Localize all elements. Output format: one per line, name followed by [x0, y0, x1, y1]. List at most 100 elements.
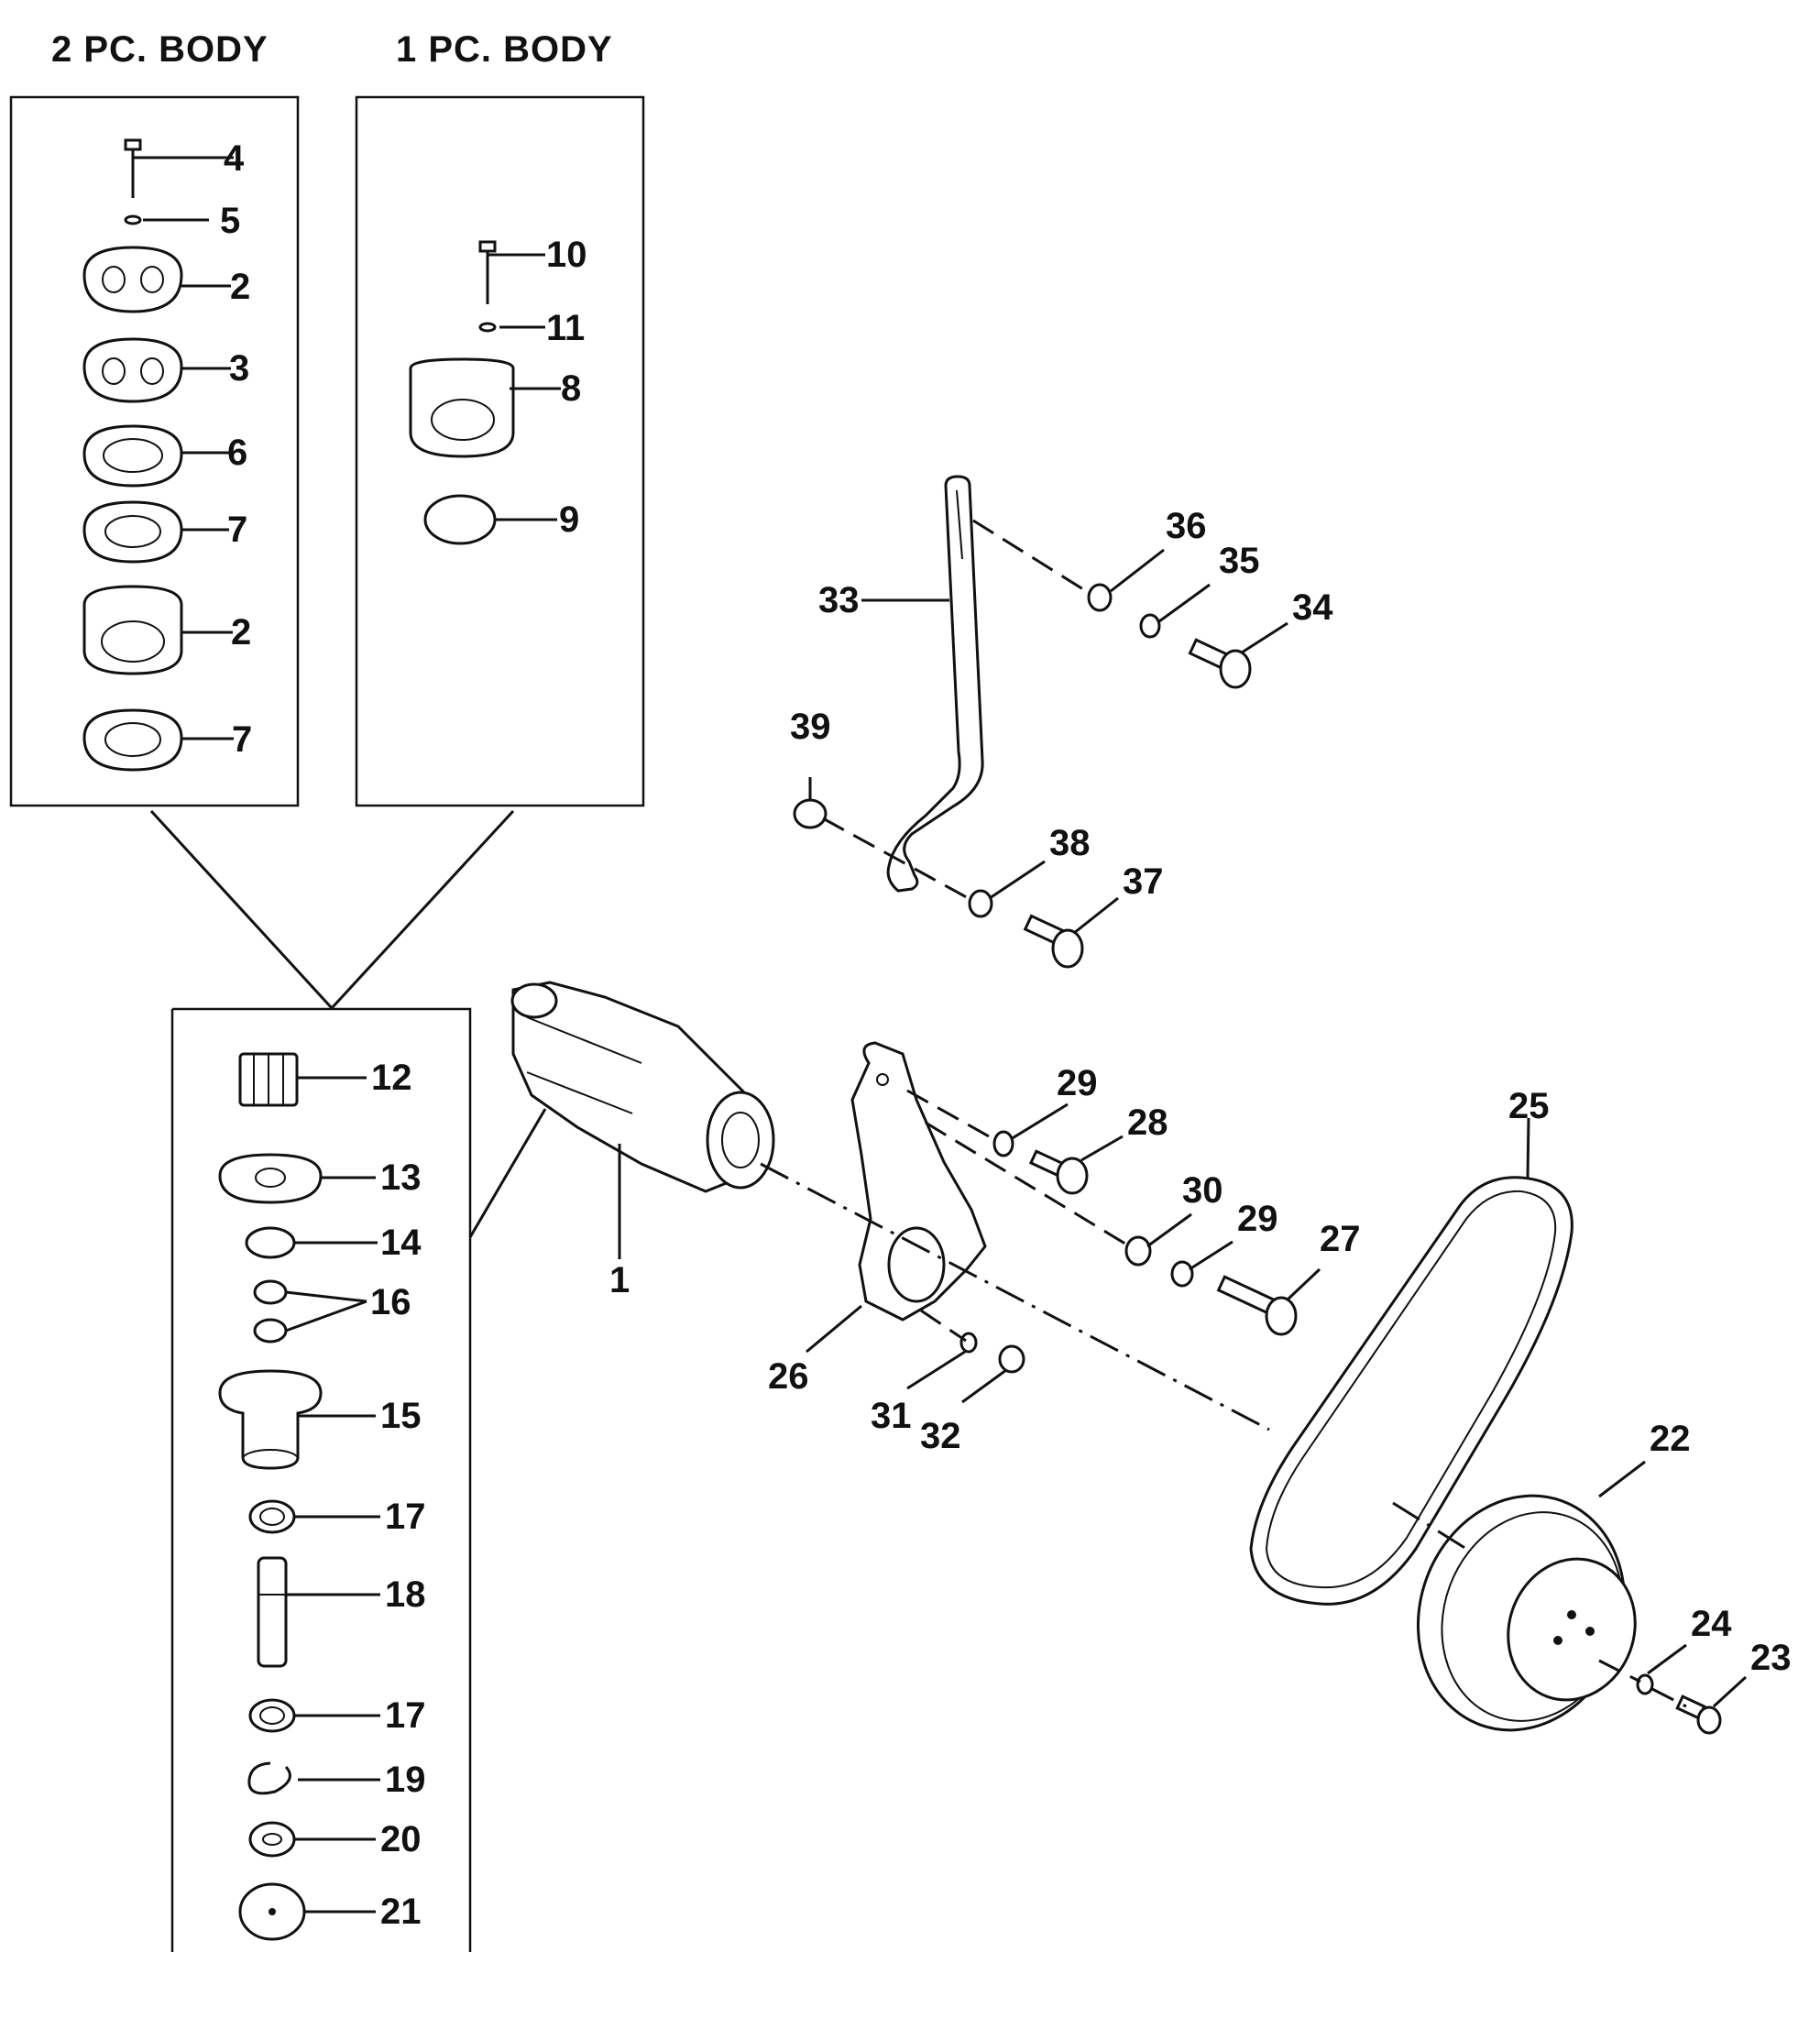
washer-part-20 [248, 1821, 376, 1858]
belt-part-25 [1249, 1117, 1573, 1606]
parts-2pc-body [82, 138, 234, 772]
callout-31: 31 [871, 1396, 912, 1436]
bearing-part-17b [248, 1698, 380, 1733]
lockwasher-part-29b [1170, 1260, 1194, 1288]
snap-ring-part-19 [247, 1761, 380, 1795]
bolt-part-37 [1023, 914, 1084, 969]
pump-assembly-part-1 [468, 981, 775, 1259]
bolt-part-27 [1216, 1275, 1298, 1336]
callout-12: 12 [371, 1058, 412, 1098]
callout-16: 16 [370, 1282, 411, 1322]
impeller-part-12 [238, 1052, 367, 1107]
callout-20: 20 [380, 1819, 422, 1859]
gasket-part-7b [82, 708, 234, 772]
adjusting-bar-part-33 [861, 475, 984, 893]
pump-body-part-8 [409, 357, 561, 458]
callout-39: 39 [790, 707, 831, 747]
gasket-part-6 [82, 424, 231, 488]
frame-2pc-body [9, 95, 300, 807]
connector-left [149, 809, 334, 1010]
leader-lines [808, 548, 1748, 1708]
washer-part-36 [1087, 583, 1113, 612]
lockwasher-part-35 [1139, 613, 1161, 639]
plate-part-13 [218, 1153, 376, 1204]
bolt-part-4 [124, 138, 234, 198]
callout-28: 28 [1127, 1102, 1168, 1143]
callout-2a: 2 [230, 267, 250, 307]
callout-27: 27 [1320, 1219, 1361, 1259]
callout-34: 34 [1292, 587, 1333, 628]
callout-18: 18 [385, 1574, 426, 1615]
callout-10: 10 [546, 235, 587, 275]
connector-right [330, 809, 515, 1010]
callout-7a: 7 [227, 510, 247, 550]
callout-36: 36 [1166, 506, 1207, 546]
frame-1pc-body [355, 95, 645, 807]
bracket-part-26 [806, 1041, 987, 1354]
shaft-part-18 [257, 1556, 380, 1668]
callout-22: 22 [1650, 1419, 1691, 1459]
nut-part-39 [793, 798, 828, 829]
bolt-part-10 [478, 240, 545, 304]
washer-part-29a [992, 1130, 1014, 1157]
callout-21: 21 [380, 1892, 422, 1932]
flange-part-21 [238, 1882, 376, 1941]
callout-5: 5 [220, 201, 240, 241]
parts-1pc-body [409, 240, 561, 545]
o-ring-part-9 [423, 494, 557, 545]
header-2pc-body: 2 PC. BODY [51, 29, 269, 70]
callout-29a: 29 [1057, 1063, 1098, 1103]
callout-11: 11 [546, 308, 585, 348]
callout-30: 30 [1182, 1170, 1223, 1211]
callout-9: 9 [559, 499, 579, 540]
parts-internal [218, 1052, 380, 1941]
callout-8: 8 [561, 368, 581, 409]
washer-part-11 [478, 322, 545, 333]
callout-15: 15 [380, 1396, 422, 1436]
callout-14: 14 [380, 1223, 422, 1263]
bolt-part-34 [1188, 638, 1252, 689]
washer-part-24 [1636, 1673, 1654, 1695]
callout-1: 1 [609, 1260, 630, 1300]
callout-17a: 17 [385, 1497, 426, 1537]
bolt-part-28 [1028, 1149, 1089, 1195]
alignment-lines [760, 519, 1687, 1708]
callout-35: 35 [1219, 541, 1260, 581]
washer-part-38 [968, 889, 993, 918]
o-ring-part-14 [245, 1226, 378, 1259]
callout-38: 38 [1049, 823, 1091, 863]
callout-7b: 7 [232, 719, 252, 760]
callout-13: 13 [380, 1157, 422, 1198]
washer-part-5 [124, 214, 209, 225]
washer-part-31 [959, 1332, 978, 1354]
callout-29b: 29 [1237, 1199, 1278, 1239]
bearing-part-17a [248, 1499, 380, 1534]
washer-part-30 [1124, 1235, 1152, 1267]
frames [9, 95, 645, 1952]
callout-26: 26 [768, 1356, 809, 1397]
callouts: 4 5 2 3 6 7 2 7 10 11 8 9 12 13 14 16 15… [220, 138, 1792, 1932]
pulley-part-22 [1416, 1460, 1646, 1732]
callout-4: 4 [224, 138, 245, 179]
frame-internal-parts [170, 1007, 472, 1952]
bolt-part-23 [1675, 1694, 1722, 1735]
callout-24: 24 [1691, 1604, 1732, 1644]
header-1pc-body: 1 PC. BODY [396, 29, 613, 70]
housing-part-15 [218, 1369, 376, 1470]
callout-17b: 17 [385, 1695, 426, 1736]
callout-32: 32 [920, 1416, 961, 1456]
nut-part-32 [998, 1344, 1025, 1374]
callout-3: 3 [229, 348, 249, 389]
callout-23: 23 [1750, 1638, 1792, 1678]
callout-2b: 2 [231, 612, 251, 653]
callout-6: 6 [227, 433, 247, 473]
callout-33: 33 [818, 580, 860, 620]
callout-37: 37 [1123, 861, 1164, 902]
housing-part-2b [82, 585, 233, 675]
hardware [793, 583, 1722, 1735]
gasket-part-7a [82, 500, 229, 564]
plate-part-2a [82, 246, 231, 313]
callout-19: 19 [385, 1760, 426, 1800]
